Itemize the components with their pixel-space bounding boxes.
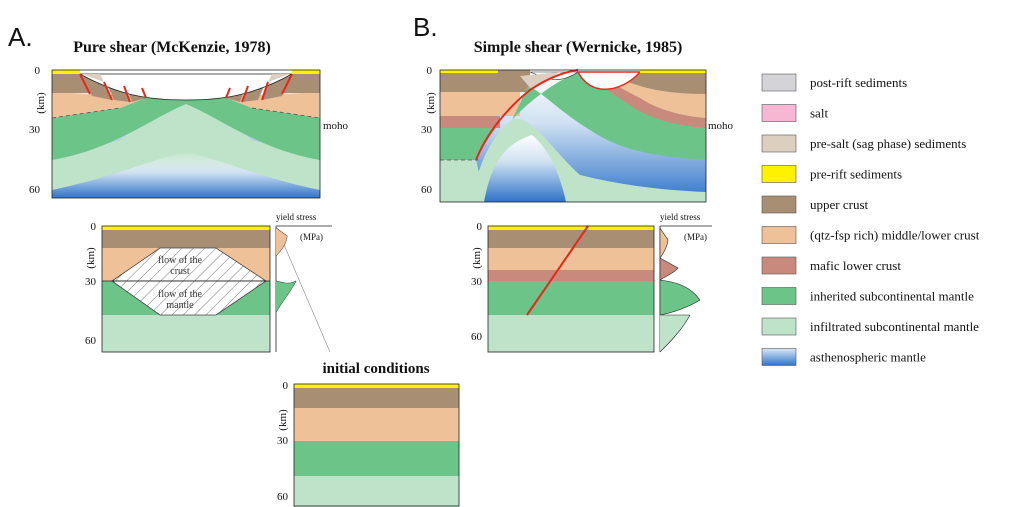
legend-swatch — [761, 104, 797, 122]
moho-label-b: moho — [708, 120, 734, 132]
tick-b-30: 30 — [421, 124, 433, 136]
legend-swatch — [761, 317, 797, 336]
unit-a2: (km) — [85, 247, 97, 269]
tick-b-60: 60 — [421, 184, 433, 196]
initial-conditions-title: initial conditions — [322, 361, 429, 377]
tick-b2-60: 60 — [471, 331, 483, 343]
legend-label: upper crust — [810, 197, 869, 212]
legend-item: mafic lower crust — [761, 256, 901, 275]
tick-a-0: 0 — [35, 65, 41, 77]
flow-mantle-line2: mantle — [166, 300, 194, 311]
legend-label: pre-salt (sag phase) sediments — [810, 136, 966, 151]
yield-stress-plot-a — [275, 225, 332, 353]
legend-swatch — [761, 195, 797, 214]
panel-a-label: A. — [8, 22, 33, 52]
legend-label: infiltrated subcontinental mantle — [810, 319, 979, 334]
legend-swatch — [761, 73, 797, 92]
legend-item: pre-salt (sag phase) sediments — [761, 134, 966, 153]
unit-a: (km) — [35, 92, 47, 114]
legend: post-rift sediments salt pre-salt (sag pha… — [761, 73, 980, 366]
mpa-label-b: (MPa) — [684, 232, 707, 242]
flow-mantle-line1: flow of the — [158, 289, 202, 300]
tick-a2-0: 0 — [91, 221, 97, 233]
tick-a2-30: 30 — [85, 276, 97, 288]
initial-conditions-section — [293, 383, 460, 507]
legend-label: (qtz-fsp rich) middle/lower crust — [810, 228, 980, 243]
legend-item: infiltrated subcontinental mantle — [761, 317, 979, 336]
mpa-label-a: (MPa) — [300, 232, 323, 242]
yield-stress-plot-b — [659, 225, 712, 353]
tick-b-0: 0 — [427, 65, 433, 77]
legend-swatch — [761, 348, 797, 366]
legend-label: post-rift sediments — [810, 75, 907, 90]
panel-b-title: Simple shear (Wernicke, 1985) — [474, 39, 683, 56]
panel-a-title: Pure shear (McKenzie, 1978) — [73, 39, 271, 56]
legend-item: inherited subcontinental mantle — [761, 287, 974, 305]
tick-a-60: 60 — [29, 184, 41, 196]
legend-item: salt — [761, 104, 828, 122]
legend-swatch — [761, 165, 797, 183]
panel-b-strength — [487, 225, 655, 353]
panel-a-strength — [101, 225, 271, 353]
tick-a2-60: 60 — [85, 335, 97, 347]
legend-item: upper crust — [761, 195, 869, 214]
legend-label: asthenospheric mantle — [810, 350, 926, 365]
panel-a-section — [51, 69, 321, 199]
yield-stress-label-a: yield stress — [276, 212, 317, 222]
legend-item: post-rift sediments — [761, 73, 907, 92]
tick-i-0: 0 — [283, 380, 289, 392]
moho-label-a: moho — [323, 120, 349, 132]
legend-label: inherited subcontinental mantle — [810, 289, 974, 304]
flow-crust-line2: crust — [170, 266, 190, 277]
legend-item: pre-rift sediments — [761, 165, 902, 183]
flow-crust-line1: flow of the — [158, 255, 202, 266]
legend-label: salt — [810, 106, 828, 121]
legend-label: mafic lower crust — [810, 258, 901, 273]
panel-b-label: B. — [413, 12, 438, 42]
tick-b2-30: 30 — [471, 276, 483, 288]
legend-swatch — [761, 287, 797, 305]
unit-i: (km) — [277, 409, 289, 431]
tick-b2-0: 0 — [477, 221, 483, 233]
yield-stress-label-b: yield stress — [660, 212, 701, 222]
legend-item: (qtz-fsp rich) middle/lower crust — [761, 226, 980, 244]
legend-swatch — [761, 226, 797, 244]
infiltrated-mantle-a — [52, 90, 320, 190]
tick-i-60: 60 — [277, 491, 289, 503]
legend-swatch — [761, 134, 797, 153]
tick-i-30: 30 — [277, 435, 289, 447]
panel-b-section — [439, 69, 707, 203]
legend-label: pre-rift sediments — [810, 167, 902, 182]
legend-item: asthenospheric mantle — [761, 348, 926, 366]
unit-b2: (km) — [471, 247, 483, 269]
tick-a-30: 30 — [29, 124, 41, 136]
legend-swatch — [761, 256, 797, 275]
unit-b: (km) — [425, 92, 437, 114]
